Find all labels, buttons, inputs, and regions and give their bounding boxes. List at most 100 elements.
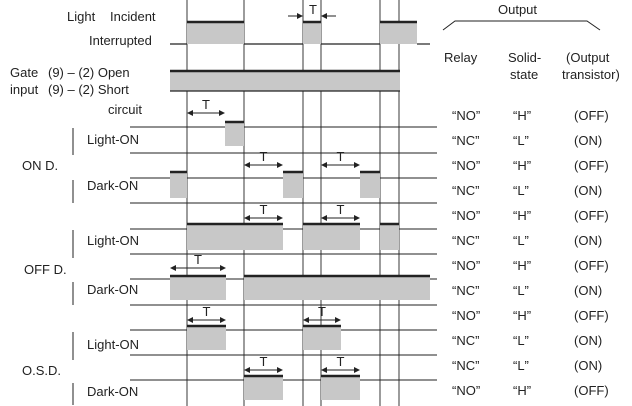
label-on-d: ON D. <box>22 158 58 173</box>
t-offd-dark-arrow-left <box>170 265 176 271</box>
t-offd-light-1-arrow-left <box>244 215 250 221</box>
output-relay-9: “NC” <box>452 333 479 348</box>
output-relay-4: “NO” <box>452 208 480 223</box>
t-osd-light-1-arrow-left <box>187 317 193 323</box>
t-ond-dark-1-arrow-right <box>277 162 283 168</box>
t-osd-dark-2-label: T <box>337 354 345 369</box>
output-trans-0: (OFF) <box>574 108 609 123</box>
t-ond-dark-1-label: T <box>260 149 268 164</box>
osd-dark-on-pulse-2 <box>321 376 360 400</box>
label-off-d: OFF D. <box>24 262 67 277</box>
output-relay-2: “NO” <box>452 158 480 173</box>
label-ond-dark-on: Dark-ON <box>87 178 138 193</box>
col-output-transistor-2: transistor) <box>562 67 620 82</box>
output-solid-10: “L” <box>513 358 529 373</box>
label-osd-light-on: Light-ON <box>87 337 139 352</box>
light-pulse-2 <box>303 22 321 44</box>
output-relay-11: “NO” <box>452 383 480 398</box>
offd-light-on-pulse-1 <box>187 224 283 250</box>
output-relay-5: “NC” <box>452 233 479 248</box>
t-offd-dark-label: T <box>194 252 202 267</box>
offd-dark-on-pulse-1 <box>170 276 226 300</box>
osd-dark-on-pulse-1 <box>244 376 283 400</box>
t-offd-light-2-arrow-right <box>354 215 360 221</box>
grid-lines <box>130 0 437 406</box>
output-trans-1: (ON) <box>574 133 602 148</box>
gate-high <box>170 71 400 91</box>
t-osd-dark-1-arrow-left <box>244 367 250 373</box>
label-osd: O.S.D. <box>22 363 61 378</box>
t-offd-light-2-arrow-left <box>321 215 327 221</box>
output-header-bracket <box>442 20 601 31</box>
label-offd-light-on: Light-ON <box>87 233 139 248</box>
t-ond-light-arrow-left <box>187 110 193 116</box>
label-ond-light-on: Light-ON <box>87 132 139 147</box>
t-offd-dark-arrow-right <box>220 265 226 271</box>
t-ond-light-arrow-right <box>219 110 225 116</box>
output-solid-8: “H” <box>513 308 531 323</box>
t-osd-light-2-label: T <box>318 304 326 319</box>
output-solid-6: “H” <box>513 258 531 273</box>
output-relay-6: “NO” <box>452 258 480 273</box>
t-ond-light-label: T <box>202 97 210 112</box>
col-relay: Relay <box>444 50 478 65</box>
output-solid-1: “L” <box>513 133 529 148</box>
label-gate-open: (9) – (2) Open <box>48 65 130 80</box>
t-ond-dark-2-arrow-left <box>321 162 327 168</box>
output-values: “NO” “H” (OFF) “NC” “L” (ON) “NO” “H” (OFF) “NC” “… <box>452 108 609 398</box>
t-osd-light-2-arrow-right <box>335 317 341 323</box>
light-pulse-3 <box>380 22 417 44</box>
top-t-left-head <box>297 13 303 19</box>
ond-dark-on-pulse-2 <box>283 172 303 198</box>
output-relay-10: “NC” <box>452 358 479 373</box>
ond-dark-on-pulse-3 <box>360 172 380 198</box>
label-input: input <box>10 82 39 97</box>
osd-light-on-pulse-2 <box>303 326 341 350</box>
output-trans-5: (ON) <box>574 233 602 248</box>
t-offd-light-2-label: T <box>337 202 345 217</box>
light-pulse-1 <box>187 22 244 44</box>
offd-light-on-pulse-2 <box>303 224 360 250</box>
output-title: Output <box>498 2 537 17</box>
signal-waveforms <box>170 20 430 400</box>
t-ond-dark-2-label: T <box>337 149 345 164</box>
output-trans-4: (OFF) <box>574 208 609 223</box>
t-osd-light-1-label: T <box>203 304 211 319</box>
output-relay-3: “NC” <box>452 183 479 198</box>
output-relay-1: “NC” <box>452 133 479 148</box>
output-solid-7: “L” <box>513 283 529 298</box>
output-solid-0: “H” <box>513 108 531 123</box>
t-osd-dark-2-arrow-right <box>354 367 360 373</box>
output-trans-2: (OFF) <box>574 158 609 173</box>
output-trans-6: (OFF) <box>574 258 609 273</box>
label-gate-short: (9) – (2) Short <box>48 82 129 97</box>
col-solid-state-2: state <box>510 67 538 82</box>
t-osd-dark-1-label: T <box>260 354 268 369</box>
col-output-transistor-1: (Output <box>566 50 610 65</box>
output-trans-3: (ON) <box>574 183 602 198</box>
osd-light-on-pulse-1 <box>187 326 226 350</box>
label-offd-dark-on: Dark-ON <box>87 282 138 297</box>
output-trans-8: (OFF) <box>574 308 609 323</box>
output-solid-2: “H” <box>513 158 531 173</box>
output-trans-11: (OFF) <box>574 383 609 398</box>
output-relay-8: “NO” <box>452 308 480 323</box>
output-solid-11: “H” <box>513 383 531 398</box>
ond-dark-on-pulse-1 <box>170 172 187 198</box>
ond-light-on-pulse <box>225 122 244 146</box>
t-offd-light-1-arrow-right <box>277 215 283 221</box>
t-osd-dark-2-arrow-left <box>321 367 327 373</box>
output-trans-9: (ON) <box>574 333 602 348</box>
offd-dark-on-pulse-2 <box>244 276 430 300</box>
t-osd-light-2-arrow-left <box>303 317 309 323</box>
output-solid-4: “H” <box>513 208 531 223</box>
label-incident: Incident <box>110 9 156 24</box>
output-trans-7: (ON) <box>574 283 602 298</box>
t-osd-dark-1-arrow-right <box>277 367 283 373</box>
output-solid-5: “L” <box>513 233 529 248</box>
label-interrupted: Interrupted <box>89 33 152 48</box>
label-osd-dark-on: Dark-ON <box>87 384 138 399</box>
